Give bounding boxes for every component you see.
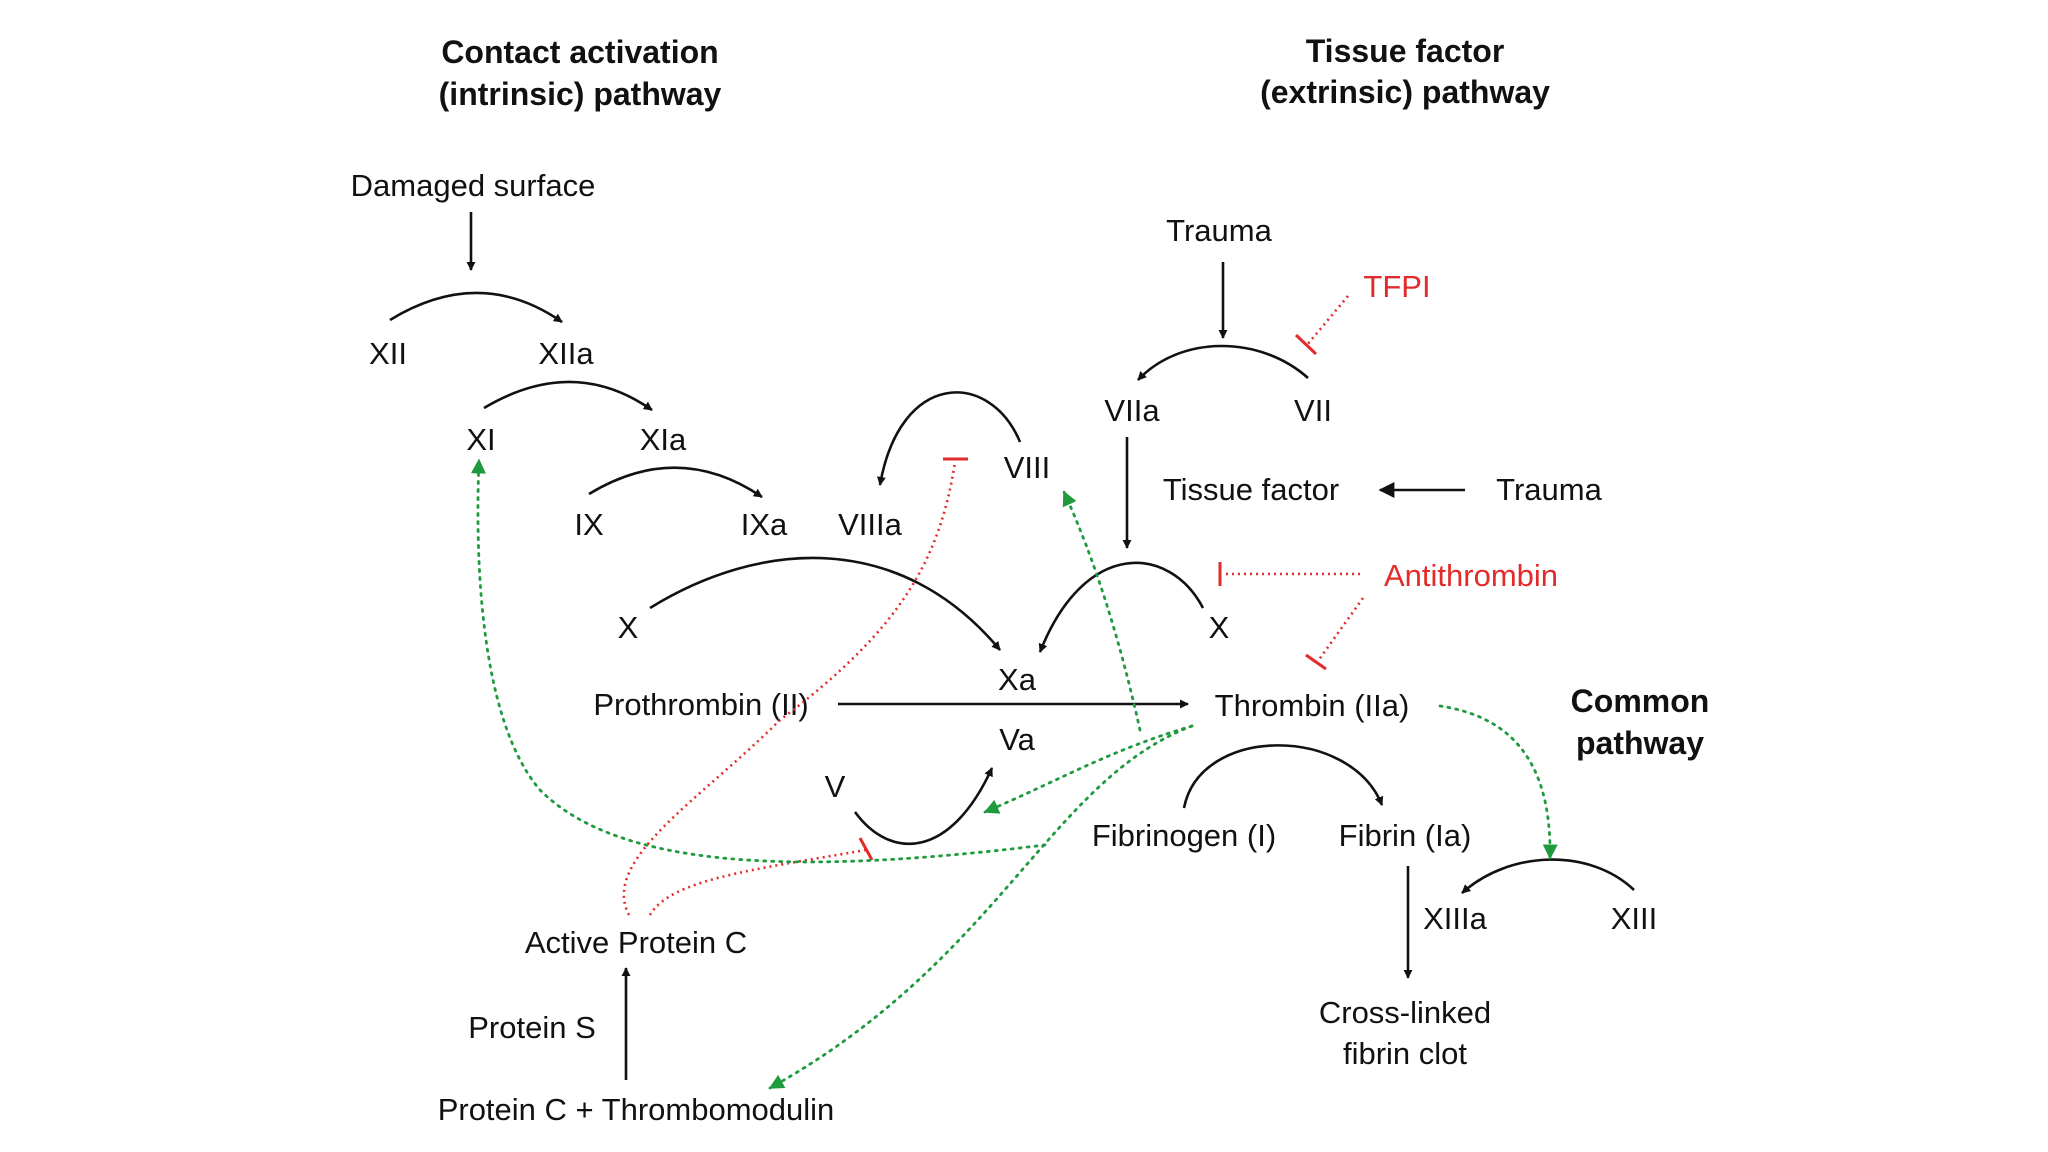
apc-inhibits-viiia-line xyxy=(622,461,957,916)
arrow-xii-to-xiia xyxy=(389,291,563,324)
arrow-fibrinogen-to-fibrin xyxy=(1182,744,1384,809)
apc-inhibits-va-line xyxy=(648,848,867,916)
intrinsic-pathway-title-line1: Contact activation xyxy=(441,34,718,70)
fibrin-label: Fibrin (Ia) xyxy=(1339,818,1472,853)
antithrombin-to-thrombin-inhibition-line xyxy=(1316,597,1365,662)
thrombin-to-xi-feedback xyxy=(470,458,1047,864)
factor-xia-label: XIa xyxy=(640,422,687,457)
arrow-x-to-xa-extrinsic xyxy=(1038,561,1205,653)
arrow-ix-to-ixa xyxy=(588,466,763,499)
thrombin-to-v-feedback xyxy=(983,724,1194,814)
arrow-v-to-va xyxy=(853,767,994,846)
tissue-factor-label: Tissue factor xyxy=(1163,472,1339,507)
arrow-xiii-to-xiiia xyxy=(1461,858,1635,894)
trauma-right-label: Trauma xyxy=(1496,472,1602,507)
factor-ix-label: IX xyxy=(574,507,604,542)
thrombin-to-xiii-feedback xyxy=(1438,704,1558,860)
extrinsic-pathway-title-line1: Tissue factor xyxy=(1306,33,1505,69)
arrow-xi-to-xia xyxy=(483,380,653,412)
factor-xiii-label: XIII xyxy=(1611,901,1658,936)
protein-s-label: Protein S xyxy=(468,1010,596,1045)
arrow-viii-to-viiia xyxy=(876,391,1022,486)
arrow-x-to-xa-intrinsic xyxy=(649,556,1001,651)
protein-c-thrombomodulin-label: Protein C + Thrombomodulin xyxy=(438,1092,835,1127)
factor-xii-label: XII xyxy=(369,336,407,371)
factor-va-label: Va xyxy=(999,722,1035,757)
active-protein-c-label: Active Protein C xyxy=(525,925,747,960)
thrombin-to-viii-feedback xyxy=(1062,490,1142,732)
factor-viii-label: VIII xyxy=(1004,450,1051,485)
factor-ixa-label: IXa xyxy=(741,507,788,542)
common-pathway-title-line2: pathway xyxy=(1576,725,1704,761)
trauma-top-label: Trauma xyxy=(1166,213,1272,248)
prothrombin-label: Prothrombin (II) xyxy=(593,687,808,722)
thrombin-to-protein-c-feedback xyxy=(768,724,1194,1090)
factor-xiiia-label: XIIIa xyxy=(1423,901,1488,936)
damaged-surface-label: Damaged surface xyxy=(351,168,596,203)
apc-inhibits-va-bar xyxy=(858,837,874,861)
extrinsic-pathway-title-line2: (extrinsic) pathway xyxy=(1260,74,1550,110)
factor-v-label: V xyxy=(825,769,846,804)
factor-xi-label: XI xyxy=(466,422,495,457)
factor-viia-label: VIIa xyxy=(1104,393,1160,428)
factor-xa-label: Xa xyxy=(998,662,1037,697)
factor-x-left-label: X xyxy=(618,610,639,645)
intrinsic-pathway-title-line2: (intrinsic) pathway xyxy=(439,76,722,112)
antithrombin-to-thrombin-inhibition-bar xyxy=(1305,653,1327,671)
factor-viiia-label: VIIIa xyxy=(838,507,903,542)
factor-x-right-label: X xyxy=(1209,610,1230,645)
common-pathway-title-line1: Common xyxy=(1571,683,1710,719)
antithrombin-label: Antithrombin xyxy=(1384,558,1558,593)
tfpi-inhibition-line xyxy=(1306,295,1349,346)
factor-xiia-label: XIIa xyxy=(538,336,594,371)
clot-label-line1: Cross-linked xyxy=(1319,995,1491,1030)
fibrinogen-label: Fibrinogen (I) xyxy=(1092,818,1276,853)
tfpi-inhibition-bar xyxy=(1294,333,1318,356)
thrombin-label: Thrombin (IIa) xyxy=(1215,688,1410,723)
factor-vii-label: VII xyxy=(1294,393,1332,428)
arrow-vii-to-viia xyxy=(1137,344,1309,381)
clot-label-line2: fibrin clot xyxy=(1343,1036,1467,1071)
tfpi-label: TFPI xyxy=(1363,269,1430,304)
